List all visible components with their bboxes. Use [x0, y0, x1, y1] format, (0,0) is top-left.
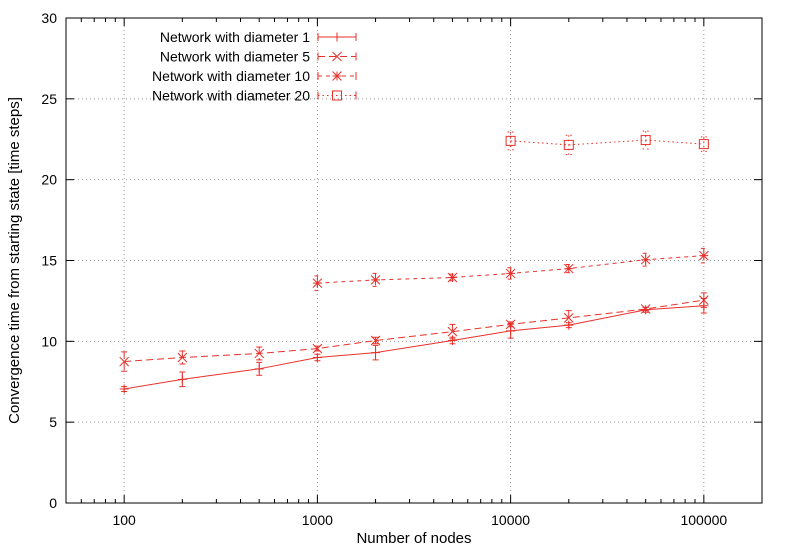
legend-label: Network with diameter 1 [160, 29, 310, 45]
marker-cross [563, 313, 574, 323]
marker-cross [119, 356, 130, 367]
marker-plus [332, 32, 342, 42]
legend: Network with diameter 1 Network with diam… [152, 29, 357, 104]
legend-errorbar-cap [317, 72, 357, 80]
error-bar [507, 131, 514, 151]
x-tick-label: 100 [112, 512, 136, 528]
marker-square [505, 135, 516, 146]
marker-cross [640, 304, 651, 314]
legend-entry: Network with diameter 20 [152, 88, 357, 104]
series-line [124, 299, 704, 363]
marker-square [332, 90, 342, 101]
marker-cross [254, 348, 265, 359]
error-bar [314, 275, 321, 291]
series-layer [119, 130, 709, 394]
legend-entry: Network with diameter 5 [160, 49, 357, 65]
marker-star [447, 272, 458, 283]
series-line [124, 305, 704, 390]
series [119, 292, 709, 372]
marker-plus [371, 348, 381, 358]
marker-square [563, 139, 574, 150]
y-tick-label: 5 [49, 414, 57, 430]
marker-plus [254, 364, 264, 374]
marker-star [312, 278, 323, 288]
y-axis-title: Convergence time from starting state [ti… [6, 97, 23, 424]
y-tick-label: 30 [41, 10, 57, 26]
series [505, 130, 709, 156]
error-bar [565, 310, 572, 326]
marker-plus [177, 374, 187, 384]
marker-cross [177, 352, 188, 363]
series [119, 297, 709, 394]
marker-plus [312, 353, 322, 362]
marker-cross [505, 319, 516, 330]
marker-cross [332, 51, 342, 62]
error-bar [700, 136, 707, 152]
legend-errorbar-cap [317, 91, 357, 100]
marker-cross [698, 295, 709, 305]
y-tick-label: 15 [41, 253, 57, 269]
error-bar [642, 130, 649, 150]
marker-square [640, 135, 651, 146]
legend-errorbar-cap [317, 52, 357, 61]
legend-label: Network with diameter 10 [152, 68, 310, 84]
y-tick-label: 0 [49, 495, 57, 511]
marker-cross [447, 326, 458, 337]
marker-cross [370, 335, 381, 346]
y-tick-label: 20 [41, 172, 57, 188]
error-bar [565, 134, 572, 156]
error-bar [121, 351, 128, 372]
y-tick-label: 10 [41, 333, 57, 349]
error-bar [449, 323, 456, 340]
x-tick-label: 10000 [491, 512, 530, 528]
x-axis-title: Number of nodes [356, 530, 471, 547]
marker-cross [312, 343, 323, 354]
legend-entry: Network with diameter 1 [160, 29, 357, 45]
series-line [510, 139, 704, 146]
marker-plus [119, 384, 129, 394]
marker-star [370, 275, 381, 285]
x-tick-label: 100000 [680, 512, 727, 528]
axis-ticks: 0 5 10 15 20 25 30 100 1000 10000 100000 [41, 10, 762, 528]
legend-label: Network with diameter 5 [160, 49, 310, 65]
y-tick-label: 25 [41, 91, 57, 107]
marker-star [698, 250, 709, 261]
marker-star [332, 71, 342, 81]
legend-label: Network with diameter 20 [152, 88, 310, 104]
marker-star [640, 254, 651, 265]
legend-errorbar-cap [317, 33, 357, 41]
marker-square [698, 139, 709, 150]
marker-star [505, 268, 516, 279]
error-bar [700, 292, 707, 308]
error-bar [700, 247, 707, 264]
marker-plus [506, 326, 516, 336]
series [312, 247, 709, 291]
marker-star [563, 263, 574, 274]
grid [66, 18, 762, 503]
legend-entry: Network with diameter 10 [152, 68, 357, 84]
x-tick-label: 1000 [302, 512, 333, 528]
